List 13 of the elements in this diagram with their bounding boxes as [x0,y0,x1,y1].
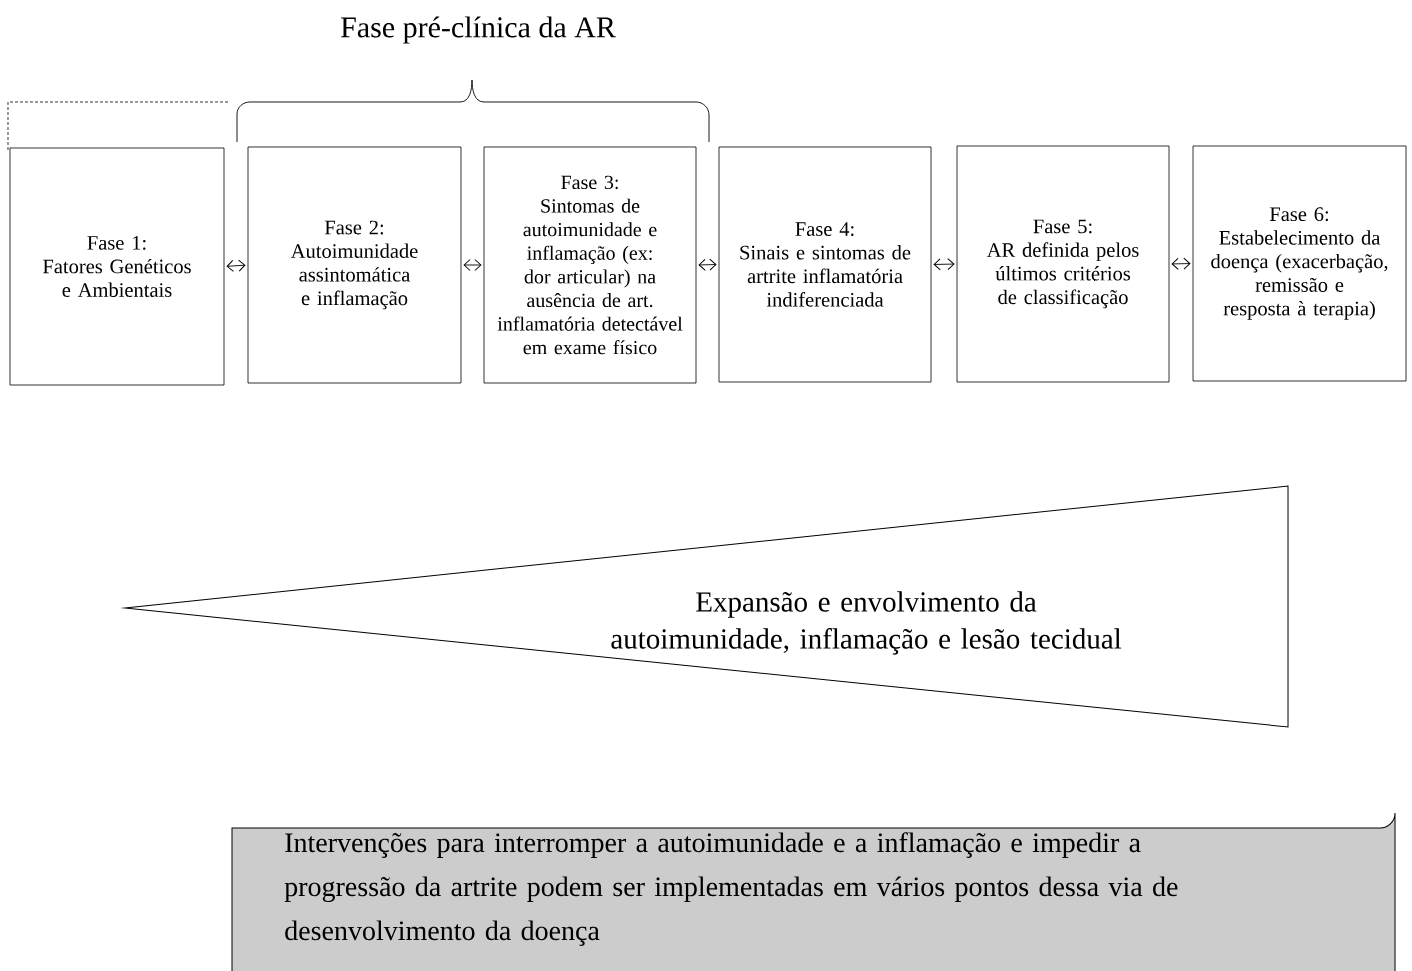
phase-box: Fase 6: Estabelecimento da doença (exacerbação, remissão e resposta à terapia) [1192,145,1407,382]
brace-label: Fase pré-clínica da AR [341,16,616,44]
phase-box: Fase 1: Fatores Genéticos e Ambientais [9,147,225,386]
note-box: Intervenções para interromper a autoimunidade e a inflamação e impedir a progressão da artrite podem ser implementadas em vários pontos dessa via de desenvolvimento da doença [231,812,1396,971]
double-arrow [463,259,482,271]
phase-box: Fase 4: Sinais e sintomas de artrite inflamatória indiferenciada [718,146,932,383]
double-arrow [933,258,955,271]
double-arrow [698,258,717,271]
double-arrow [1171,257,1191,270]
phase-box: Fase 2: Autoimunidade assintomática e inflamação [247,146,462,384]
phase-box: Fase 5: AR definida pelos últimos critérios de classificação [956,145,1170,383]
double-arrow [226,259,246,272]
phase-box: Fase 3: Sintomas de autoimunidade e inflamação (ex: dor articular) na ausência de art. inflamatória detectável em exame físico [483,146,697,384]
